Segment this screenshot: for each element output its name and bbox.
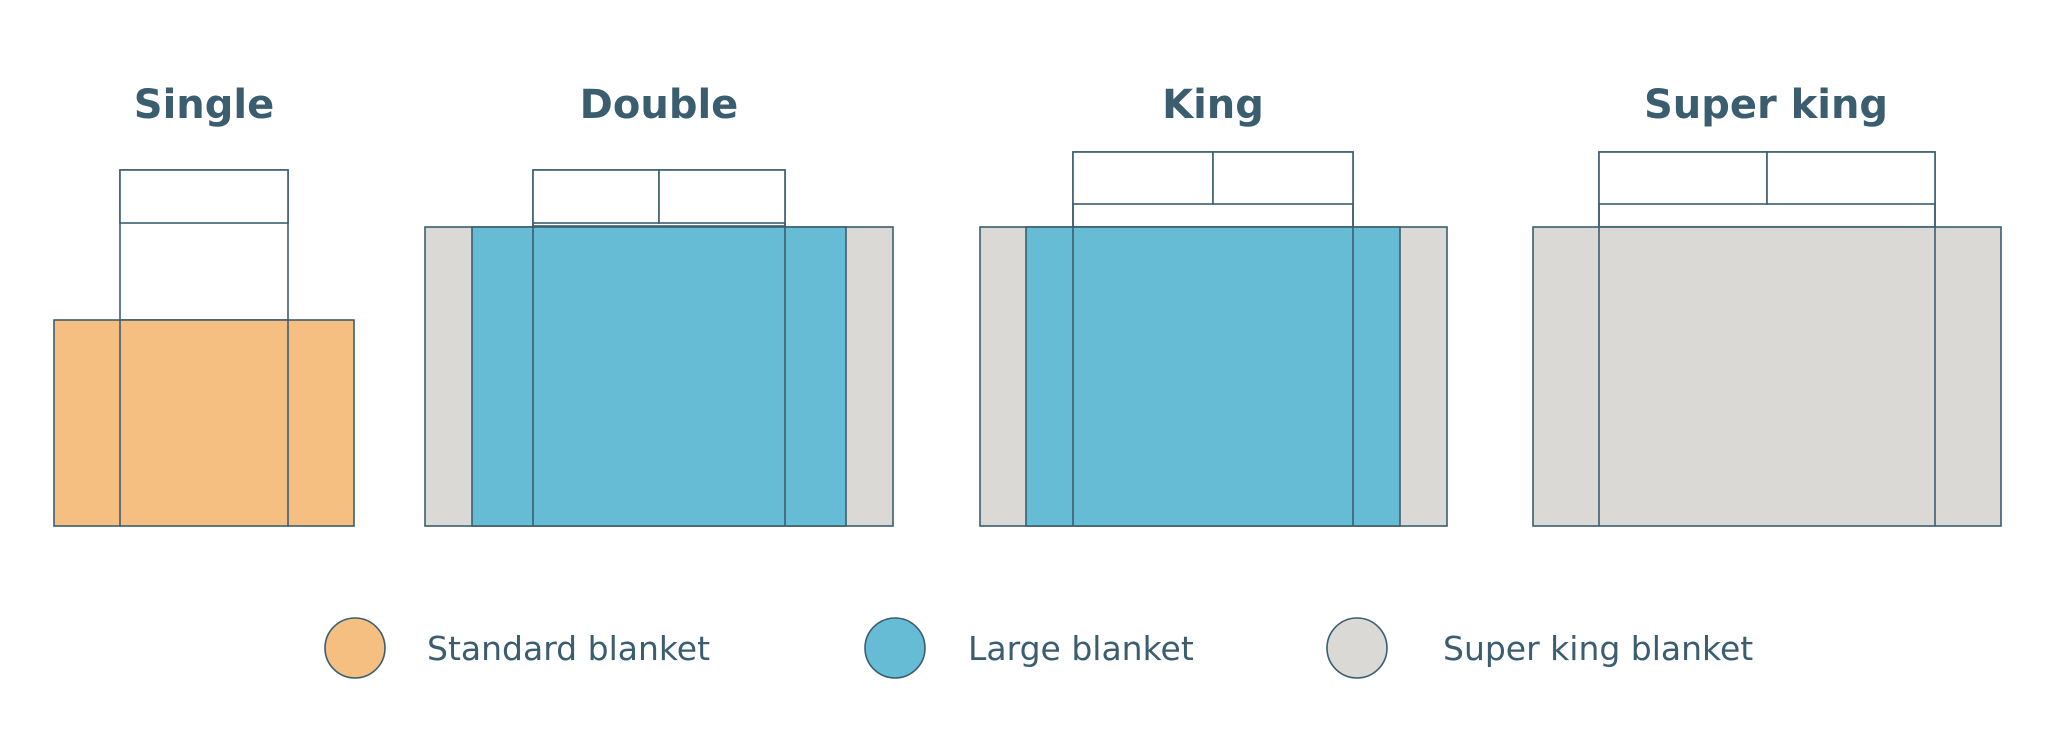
pillow-double-left xyxy=(532,169,660,224)
pillow-king-left xyxy=(1072,151,1214,205)
legend-item-standard: Standard blanket xyxy=(324,617,710,679)
legend-label-standard: Standard blanket xyxy=(427,629,710,668)
bed-king: King xyxy=(979,82,1448,527)
super-king-blanket-super-king xyxy=(1532,226,2002,527)
pillow-double-right xyxy=(658,169,786,224)
legend-item-large: Large blanket xyxy=(864,617,1194,679)
pillow-super-king-left xyxy=(1598,151,1768,205)
legend-swatch-standard xyxy=(324,617,386,679)
legend-swatch-super-king xyxy=(1326,617,1388,679)
legend-label-large: Large blanket xyxy=(968,629,1194,668)
legend-item-super-king: Super king blanket xyxy=(1326,617,1753,679)
bed-single: Single xyxy=(53,82,355,527)
bed-title-double: Double xyxy=(580,82,739,128)
legend-label-super-king: Super king blanket xyxy=(1443,629,1753,668)
large-blanket-king xyxy=(1025,226,1401,527)
bed-title-king: King xyxy=(1162,82,1264,128)
legend: Standard blanket Large blanket Super kin… xyxy=(324,617,1753,679)
bed-title-super-king: Super king xyxy=(1644,82,1888,128)
standard-blanket-single xyxy=(53,319,355,527)
pillow-super-king-right xyxy=(1766,151,1936,205)
pillow-king-right xyxy=(1212,151,1354,205)
large-blanket-double xyxy=(471,226,847,527)
bed-double: Double xyxy=(424,82,894,527)
legend-swatch-large xyxy=(864,617,926,679)
bed-title-single: Single xyxy=(134,82,274,128)
pillow-single xyxy=(119,169,289,224)
bed-super-king: Super king xyxy=(1532,82,2002,527)
